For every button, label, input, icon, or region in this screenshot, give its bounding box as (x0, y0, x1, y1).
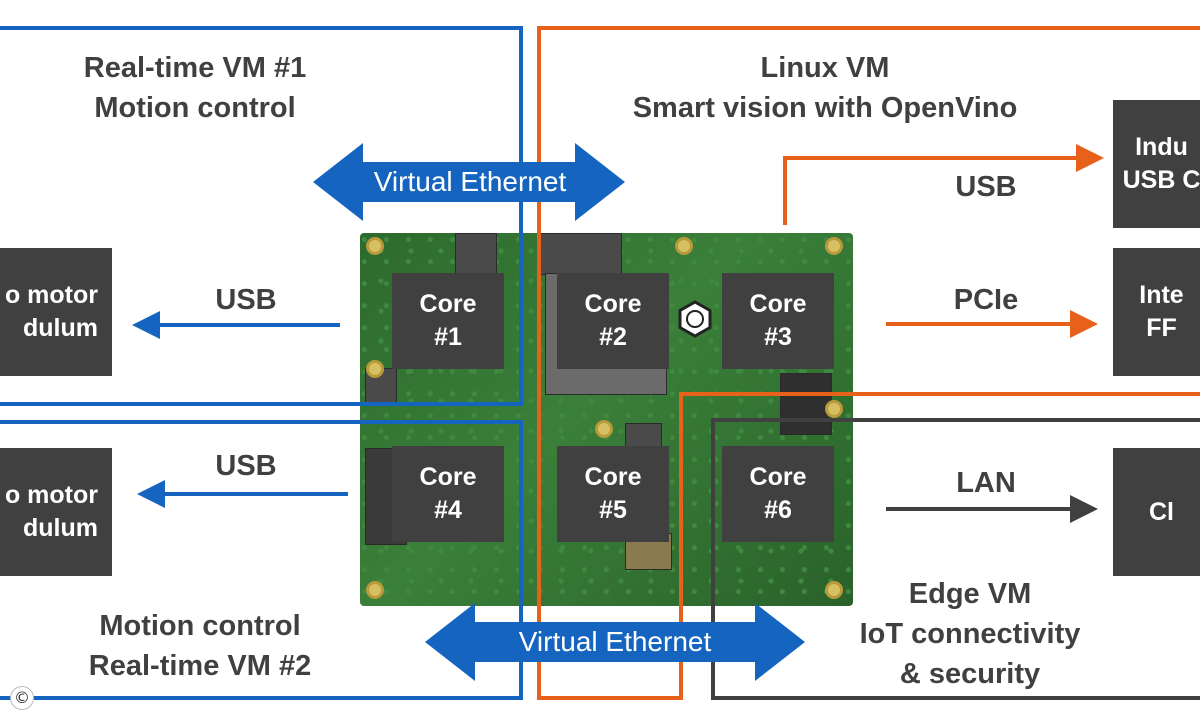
usb-left-top-arrowhead (132, 311, 160, 339)
industrial-usb-camera-box: Indu USB C (1113, 100, 1200, 228)
virtual-ethernet-bottom-label: Virtual Ethernet (518, 626, 712, 657)
cloud-line1: Cl (1149, 497, 1174, 526)
mounting-hole (366, 360, 384, 378)
mounting-hole (595, 420, 613, 438)
linux-vm-title-line1: Linux VM (760, 52, 890, 84)
core-5-line2: #5 (599, 496, 627, 524)
usb-left-bottom-arrowhead (137, 480, 165, 508)
linux-vm-boundary (537, 26, 1200, 700)
lan-arrowhead (1070, 495, 1098, 523)
edge-vm-boundary (711, 418, 1200, 700)
usb-right-arrowhead (1076, 144, 1104, 172)
linux-vm-title: Linux VM Smart vision with OpenVino (590, 48, 1060, 128)
virtual-ethernet-top-arrow (313, 143, 625, 221)
linux-vm-title-line2: Smart vision with OpenVino (632, 92, 1018, 124)
industrial-usb-camera-line2: USB C (1122, 166, 1200, 194)
mounting-hole (825, 400, 843, 418)
edge-vm-title-line2: IoT connectivity (859, 618, 1081, 650)
rt-vm2-boundary (0, 420, 523, 700)
intel-fpga-line2: FF (1146, 314, 1177, 342)
core-6-line2: #6 (764, 496, 792, 524)
mounting-hole (825, 581, 843, 599)
usb-right-label: USB (955, 171, 1017, 203)
usb-left-top-label: USB (215, 284, 277, 316)
core-2-line1: Core (584, 290, 642, 318)
rt-vm1-title-line1: Real-time VM #1 (83, 52, 307, 84)
core-1-line2: #1 (434, 323, 462, 351)
core-4-line2: #4 (434, 496, 462, 524)
core-3: Core #3 (722, 273, 834, 369)
copyright-badge: © (10, 686, 34, 710)
motor-pendulum-bottom-line2: dulum (23, 514, 98, 542)
industrial-usb-camera-line1: Indu (1135, 133, 1188, 161)
motor-pendulum-bottom-line1: o motor (4, 481, 98, 509)
virtual-ethernet-top-label: Virtual Ethernet (373, 166, 567, 197)
core-6-line1: Core (749, 463, 807, 491)
rt-vm1-title: Real-time VM #1 Motion control (40, 48, 350, 128)
edge-vm-title: Edge VM IoT connectivity & security (825, 574, 1115, 694)
core-3-line2: #3 (764, 323, 792, 351)
rt-vm2-title-line1: Motion control (99, 610, 301, 642)
mounting-hole (366, 581, 384, 599)
core-4-line1: Core (419, 463, 477, 491)
intel-fpga-box: Inte FF (1113, 248, 1200, 376)
pcie-arrowhead (1070, 310, 1098, 338)
usb-right-line (783, 156, 1078, 225)
core-4: Core #4 (392, 446, 504, 542)
edge-vm-title-line3: & security (899, 658, 1041, 690)
lan-label: LAN (956, 467, 1016, 499)
motor-pendulum-box-top: o motor dulum (0, 248, 112, 376)
core-2-line2: #2 (599, 323, 627, 351)
mounting-hole (825, 237, 843, 255)
rt-vm2-title: Motion control Real-time VM #2 (55, 606, 345, 686)
core-2: Core #2 (557, 273, 669, 369)
virtual-ethernet-bottom-arrow (425, 603, 805, 681)
rt-vm2-title-line2: Real-time VM #2 (88, 650, 312, 682)
edge-vm-title-line1: Edge VM (908, 578, 1032, 610)
motor-pendulum-box-bottom: o motor dulum (0, 448, 112, 576)
cloud-box: Cl (1113, 448, 1200, 576)
motor-pendulum-top-line1: o motor (4, 281, 98, 309)
usb-left-bottom-label: USB (215, 450, 277, 482)
rt-vm1-title-line2: Motion control (94, 92, 296, 124)
core-1-line1: Core (419, 290, 477, 318)
pcie-label: PCIe (953, 284, 1019, 316)
motor-pendulum-top-line2: dulum (23, 314, 98, 342)
core-1: Core #1 (392, 273, 504, 369)
rt-vm1-boundary (0, 26, 523, 406)
core-5-line1: Core (584, 463, 642, 491)
core-5: Core #5 (557, 446, 669, 542)
mounting-hole (366, 237, 384, 255)
hex-nut-icon (678, 300, 712, 338)
core-6: Core #6 (722, 446, 834, 542)
mounting-hole (675, 237, 693, 255)
intel-fpga-line1: Inte (1139, 281, 1184, 309)
board-connector (780, 373, 832, 435)
core-3-line1: Core (749, 290, 807, 318)
board-chip (625, 423, 662, 450)
